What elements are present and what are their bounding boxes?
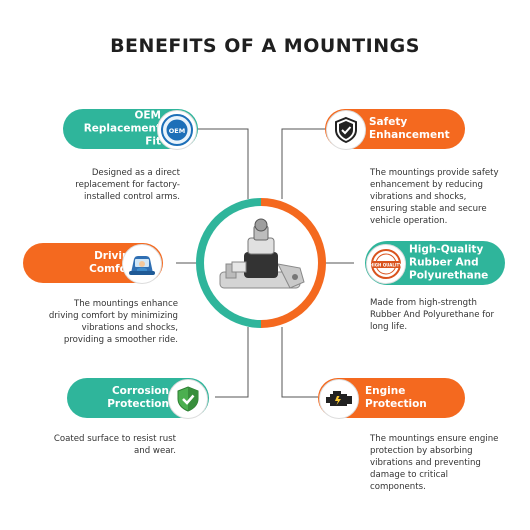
center-product-ring (196, 198, 326, 328)
benefit-title: Corrosion Protection (107, 385, 169, 410)
benefit-description: Made from high-strength Rubber And Polyu… (370, 298, 495, 332)
benefit-description: The mountings enhance driving comfort by… (48, 299, 178, 345)
high-quality-stamp-text: HIGH QUALITY (370, 263, 402, 268)
oem-badge-icon: OEM (157, 110, 197, 150)
benefit-description: Coated surface to resist rust and wear. (53, 434, 176, 456)
benefit-pill-oem: OEM Replacement Fit OEM (63, 109, 198, 150)
benefit-description: The mountings provide safety enhancement… (370, 168, 499, 226)
engine-icon (319, 379, 359, 419)
benefit-title: OEM Replacement Fit (83, 109, 161, 148)
shield-check-icon (326, 110, 366, 150)
high-quality-stamp-icon: HIGH QUALITY (366, 244, 406, 284)
benefit-pill-driving-comfort: Driving Comfort (23, 243, 163, 284)
benefit-pill-high-quality: HIGH QUALITY High-Quality Rubber And Pol… (365, 241, 505, 285)
benefit-title: Engine Protection (365, 385, 427, 410)
benefit-pill-engine: Engine Protection (318, 378, 465, 419)
center-product-frame (204, 206, 318, 320)
green-shield-icon (168, 379, 208, 419)
benefit-description: Designed as a direct replacement for fac… (75, 168, 180, 202)
benefit-pill-safety: Safety Enhancement (325, 109, 465, 150)
benefit-description: The mountings ensure engine protection b… (370, 434, 499, 492)
engine-mount-image (219, 218, 305, 289)
page-title: BENEFITS OF A MOUNTINGS (110, 35, 420, 57)
driver-icon (122, 244, 162, 284)
benefit-title: High-Quality Rubber And Polyurethane (409, 243, 489, 282)
benefit-title: Safety Enhancement (369, 116, 450, 141)
oem-badge-text: OEM (169, 127, 185, 135)
benefit-pill-corrosion: Corrosion Protection (67, 378, 209, 419)
